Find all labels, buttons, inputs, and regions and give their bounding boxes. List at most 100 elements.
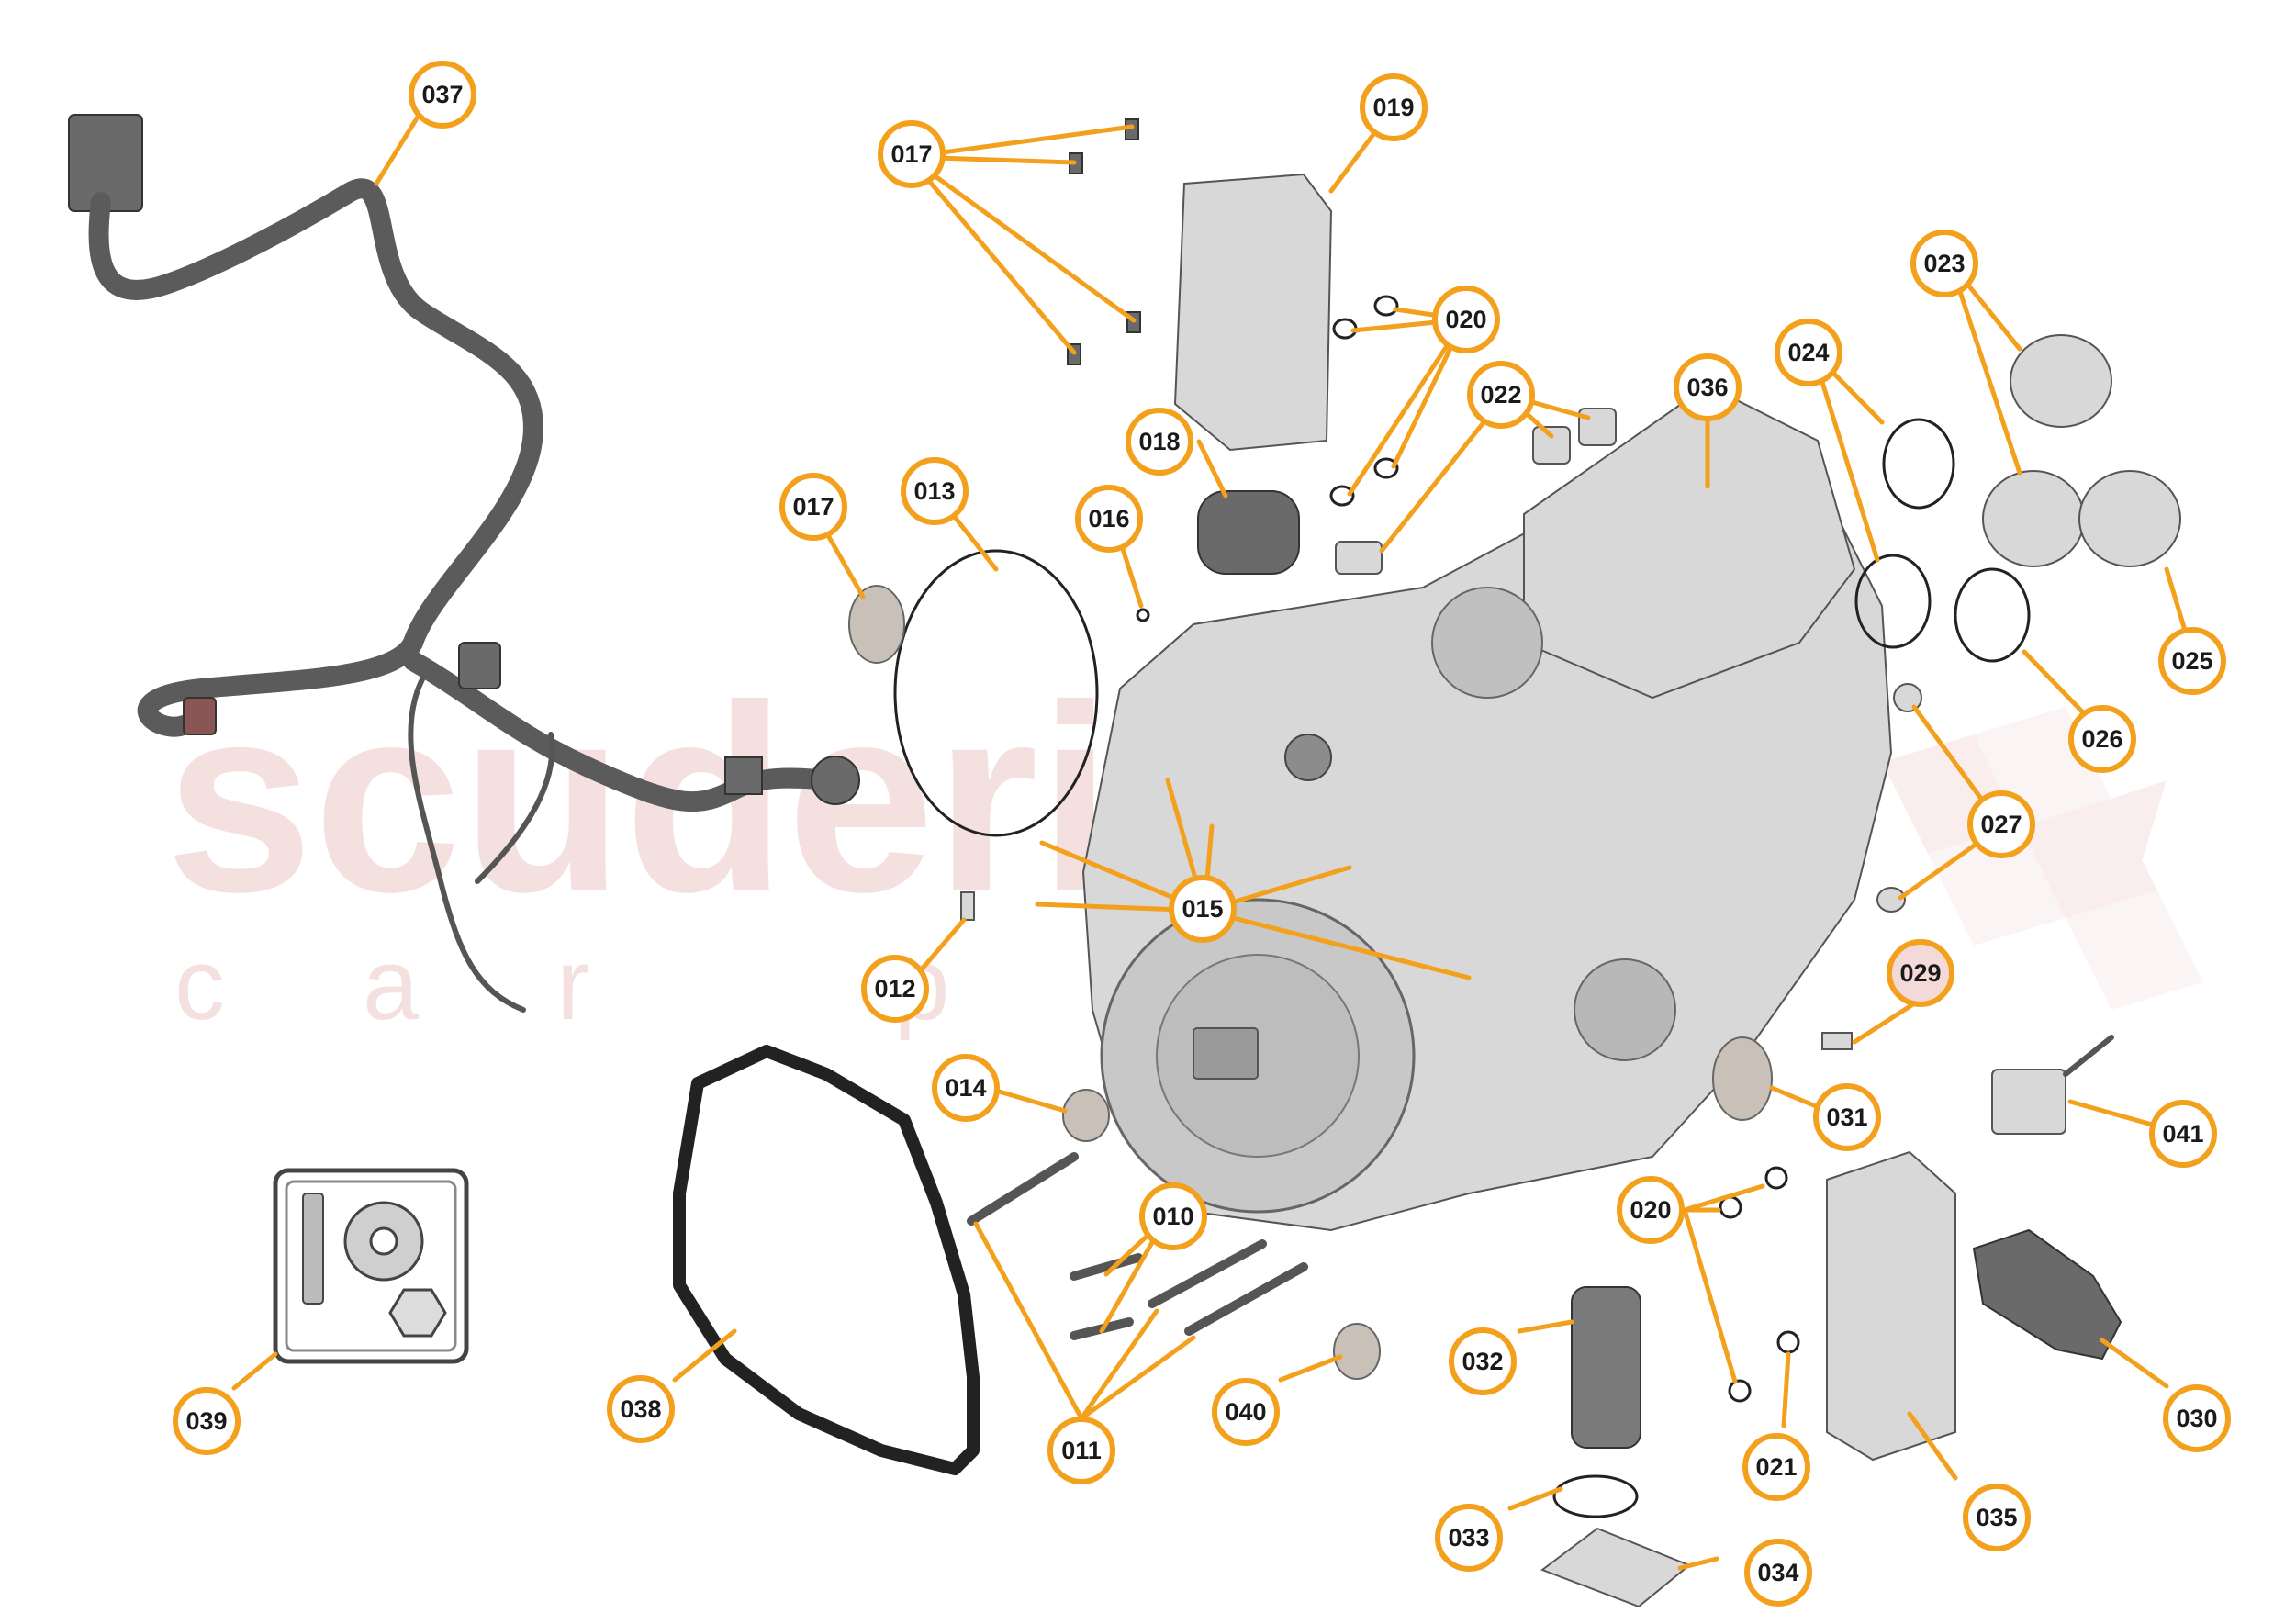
leader-031 (1769, 1085, 1819, 1109)
callout-031[interactable]: 031 (1813, 1083, 1881, 1151)
transmission-housing (1081, 384, 1893, 1232)
callout-label-023: 023 (1923, 250, 1965, 277)
callout-circle-036[interactable] (1674, 353, 1742, 421)
callout-020-upper[interactable]: 020 (1432, 286, 1500, 353)
callout-circle-019[interactable] (1360, 73, 1428, 141)
callout-012[interactable]: 012 (861, 955, 929, 1023)
callout-019[interactable]: 019 (1360, 73, 1428, 141)
callout-circle-011[interactable] (1047, 1417, 1115, 1484)
callout-circle-039[interactable] (173, 1387, 241, 1455)
callout-circle-023[interactable] (1910, 230, 1978, 297)
callout-circle-015[interactable] (1169, 875, 1237, 943)
callout-040[interactable]: 040 (1212, 1378, 1280, 1446)
callout-circle-022[interactable] (1467, 361, 1535, 429)
callout-label-024: 024 (1787, 339, 1829, 366)
callout-circle-032[interactable] (1449, 1327, 1517, 1395)
harness-lead-1 (408, 677, 526, 1013)
callout-033[interactable]: 033 (1435, 1504, 1503, 1572)
callout-041[interactable]: 041 (2149, 1100, 2217, 1168)
callout-circle-027[interactable] (1967, 790, 2035, 858)
callout-032[interactable]: 032 (1449, 1327, 1517, 1395)
callout-circle-020-upper[interactable] (1432, 286, 1500, 353)
callout-023[interactable]: 023 (1910, 230, 1978, 297)
oil-cooler-upper (1173, 173, 1333, 452)
callout-circle-017-left[interactable] (779, 473, 847, 541)
callout-024[interactable]: 024 (1775, 319, 1842, 386)
callout-022[interactable]: 022 (1467, 361, 1535, 429)
callout-027[interactable]: 027 (1967, 790, 2035, 858)
callout-017-left[interactable]: 017 (779, 473, 847, 541)
callout-035[interactable]: 035 (1963, 1484, 2031, 1551)
actuator-030-body (1972, 1228, 2122, 1361)
leader-020b-3 (1682, 1207, 1738, 1384)
callout-021[interactable]: 021 (1742, 1433, 1810, 1501)
callout-label-012: 012 (874, 975, 915, 1002)
callout-circle-013[interactable] (901, 457, 969, 525)
callout-circle-018[interactable] (1126, 408, 1193, 476)
callout-038[interactable]: 038 (607, 1375, 675, 1443)
bolt-011-3 (1184, 1262, 1308, 1336)
harness-main-run (88, 178, 543, 653)
callout-025[interactable]: 025 (2158, 627, 2226, 695)
callout-circle-041[interactable] (2149, 1100, 2217, 1168)
leader-041 (2067, 1099, 2165, 1130)
callout-016[interactable]: 016 (1075, 485, 1143, 553)
leader-035 (1907, 1411, 1958, 1481)
callout-026[interactable]: 026 (2068, 705, 2136, 773)
callout-020-lower[interactable]: 020 (1617, 1176, 1685, 1244)
callout-circle-033[interactable] (1435, 1504, 1503, 1572)
o-ring-013 (893, 549, 1099, 837)
bolt-011-1 (967, 1152, 1079, 1226)
actuator-030 (1972, 1228, 2122, 1361)
callout-037[interactable]: 037 (409, 61, 476, 129)
gasket (673, 1045, 980, 1475)
callout-039[interactable]: 039 (173, 1387, 241, 1455)
callout-circle-016[interactable] (1075, 485, 1143, 553)
callout-circle-030[interactable] (2163, 1384, 2231, 1452)
callout-circle-034[interactable] (1744, 1539, 1812, 1607)
callout-circle-038[interactable] (607, 1375, 675, 1443)
housing-bore (1284, 734, 1332, 781)
callout-017-upper[interactable]: 017 (878, 120, 946, 188)
kit-icon (273, 1168, 469, 1364)
callout-011[interactable]: 011 (1047, 1417, 1115, 1484)
callout-circle-020-lower[interactable] (1617, 1176, 1685, 1244)
callout-036[interactable]: 036 (1674, 353, 1742, 421)
harness-branch-left (137, 633, 423, 737)
callout-circle-025[interactable] (2158, 627, 2226, 695)
callout-018[interactable]: 018 (1126, 408, 1193, 476)
o-ring-020-5 (1764, 1166, 1788, 1190)
callout-014[interactable]: 014 (932, 1054, 1000, 1122)
seal-014 (1062, 1089, 1110, 1142)
ring-024-2 (1854, 554, 1932, 649)
callout-circle-029[interactable] (1887, 939, 1954, 1007)
callout-circle-035[interactable] (1963, 1484, 2031, 1551)
leader-011-1 (973, 1221, 1084, 1421)
callout-circle-014[interactable] (932, 1054, 1000, 1122)
callout-030[interactable]: 030 (2163, 1384, 2231, 1452)
callout-circle-024[interactable] (1775, 319, 1842, 386)
callout-015[interactable]: 015 (1169, 875, 1237, 943)
callout-circle-021[interactable] (1742, 1433, 1810, 1501)
callout-circle-012[interactable] (861, 955, 929, 1023)
callout-013[interactable]: 013 (901, 457, 969, 525)
callout-010[interactable]: 010 (1139, 1182, 1207, 1250)
ring-021 (1776, 1330, 1800, 1354)
callout-label-026: 026 (2081, 725, 2122, 753)
callout-034[interactable]: 034 (1744, 1539, 1812, 1607)
callout-circle-040[interactable] (1212, 1378, 1280, 1446)
callout-circle-026[interactable] (2068, 705, 2136, 773)
leader-017a-3 (906, 154, 1137, 323)
bolt-011-2 (1148, 1239, 1267, 1308)
callout-circle-031[interactable] (1813, 1083, 1881, 1151)
oil-cooler-035 (1826, 1150, 1956, 1462)
callout-circle-017-upper[interactable] (878, 120, 946, 188)
ring-033 (1552, 1474, 1639, 1518)
callout-label-039: 039 (185, 1407, 227, 1435)
callout-circle-037[interactable] (409, 61, 476, 129)
nut-icon (388, 1288, 447, 1338)
leader-lines (231, 92, 2197, 1571)
callout-circle-010[interactable] (1139, 1182, 1207, 1250)
callout-029[interactable]: 029 (1887, 939, 1954, 1007)
leader-021 (1781, 1351, 1791, 1428)
